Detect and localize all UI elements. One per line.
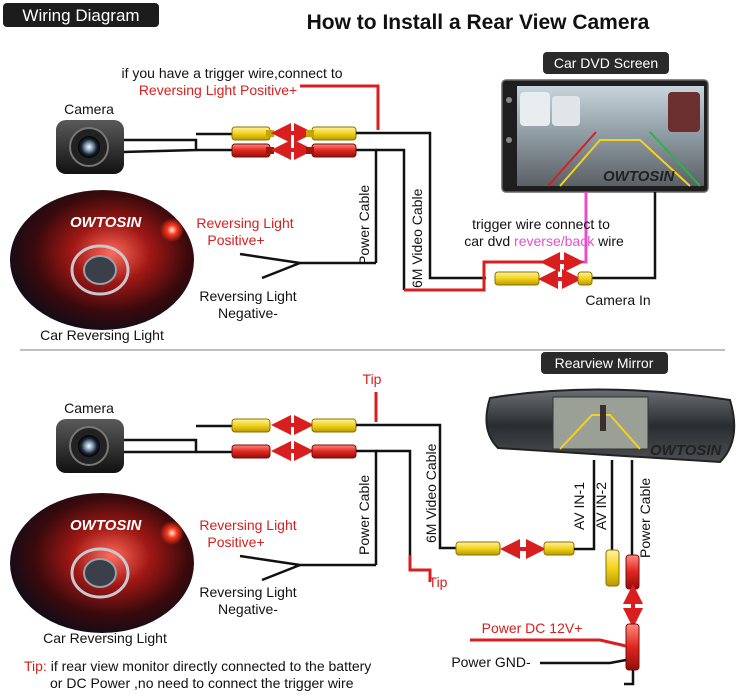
- av-in-1-wire: [574, 460, 596, 551]
- camera-pigtail: [124, 438, 198, 454]
- mirror-power-label: Power Cable: [637, 478, 653, 558]
- trigger-dvd-line1: trigger wire connect to: [472, 216, 610, 232]
- rearview-mirror-image: [485, 388, 736, 464]
- neg-wire-bottom: [261, 563, 301, 582]
- rev-neg-label-bottom-1: Reversing Light: [199, 584, 296, 600]
- trigger-red-wire-top: [300, 84, 380, 130]
- camera-pigtail: [123, 138, 198, 154]
- rev-pos-label-top-1: Reversing Light: [196, 215, 293, 231]
- av-in-1-label: AV IN-1: [571, 482, 587, 530]
- av-in-2-label: AV IN-2: [593, 482, 609, 530]
- rca-yellow-cable: [311, 418, 357, 433]
- power-dc-wire: [470, 638, 627, 648]
- brand-logo-mirror: OWTOSIN: [650, 442, 723, 459]
- power-to-light-wire: [239, 554, 376, 567]
- rca-yellow-camera: [231, 418, 271, 433]
- light-caption-bottom: Car Reversing Light: [43, 630, 167, 646]
- mirror-label-bg: [541, 352, 668, 374]
- tip-label-top: Tip: [363, 371, 382, 387]
- rca-yellow-av-in-2: [605, 549, 620, 587]
- brand-logo: OWTOSIN: [70, 214, 143, 231]
- power-dc-label: Power DC 12V+: [482, 620, 583, 636]
- rca-yellow-cable: [306, 126, 357, 141]
- video-cable-wire: [356, 131, 486, 280]
- rev-pos-label-top-2: Positive+: [207, 232, 264, 248]
- video-cable-wire: [356, 423, 456, 550]
- rca-yellow-camera-in: [577, 271, 593, 286]
- trigger-note-line1: if you have a trigger wire,connect to: [121, 65, 342, 81]
- neg-wire-top: [261, 261, 301, 280]
- power-gnd-label: Power GND-: [451, 654, 531, 670]
- badge-bg: [3, 3, 159, 27]
- power-gnd-wire: [540, 658, 627, 665]
- rca-yellow-camera: [231, 126, 274, 141]
- tip-note-line1: Tip: if rear view monitor directly conne…: [24, 658, 371, 674]
- tip-note-line2: or DC Power ,no need to connect the trig…: [50, 675, 354, 691]
- trigger-dvd-line2: car dvd reverse/back wire: [464, 233, 624, 249]
- tip-wire-bottom: [408, 555, 432, 582]
- rca-yellow-video-end: [455, 541, 501, 556]
- camera-label-top: Camera: [64, 101, 114, 117]
- video-cable-label-top: 6M Video Cable: [409, 188, 425, 288]
- trigger-line-bottom: [376, 449, 412, 555]
- rev-neg-label-top-2: Negative-: [218, 305, 278, 321]
- badge-text: Wiring Diagram: [22, 6, 139, 25]
- dc-red-mirror-male: [625, 554, 640, 590]
- reversing-light-image: [10, 493, 194, 633]
- camera-label-bottom: Camera: [64, 400, 114, 416]
- rca-yellow-video-end: [494, 271, 540, 286]
- reversing-light-image: [10, 190, 194, 330]
- dc-red-camera: [231, 444, 271, 459]
- trigger-note-line2: Reversing Light Positive+: [139, 82, 297, 98]
- mirror-gnd-lead: [624, 670, 635, 686]
- rev-pos-label-bottom-1: Reversing Light: [199, 517, 296, 533]
- video-cable-label-bottom: 6M Video Cable: [423, 443, 439, 543]
- light-caption-top: Car Reversing Light: [40, 327, 164, 343]
- tip-label-bottom: Tip: [429, 574, 448, 590]
- camera-in-label: Camera In: [585, 292, 650, 308]
- dc-red-cable: [311, 444, 357, 459]
- rev-neg-label-bottom-2: Negative-: [218, 601, 278, 617]
- dvd-label: Car DVD Screen: [554, 55, 658, 71]
- camera-icon: [56, 120, 124, 174]
- video-cable-trigger-line: [376, 148, 406, 290]
- trigger-red-wire-dvd: [404, 260, 545, 292]
- page-title: How to Install a Rear View Camera: [307, 11, 650, 34]
- dc-red-cable: [306, 143, 357, 158]
- brand-logo: OWTOSIN: [70, 517, 143, 534]
- rca-yellow-av-in: [543, 541, 575, 556]
- camera-icon: [56, 419, 124, 473]
- power-cable-label-top: Power Cable: [356, 185, 372, 265]
- dc-red-camera: [231, 143, 274, 158]
- brand-logo-dvd: OWTOSIN: [603, 168, 676, 185]
- mirror-label: Rearview Mirror: [555, 355, 654, 371]
- camera-in-wire: [580, 192, 657, 280]
- rev-pos-label-bottom-2: Positive+: [207, 534, 264, 550]
- rev-neg-label-top-1: Reversing Light: [199, 288, 296, 304]
- car-dvd-screen-image: [501, 79, 709, 193]
- power-cable-label-bottom: Power Cable: [356, 475, 372, 555]
- dc-red-mirror-female: [625, 623, 640, 671]
- dvd-label-bg: [543, 52, 669, 74]
